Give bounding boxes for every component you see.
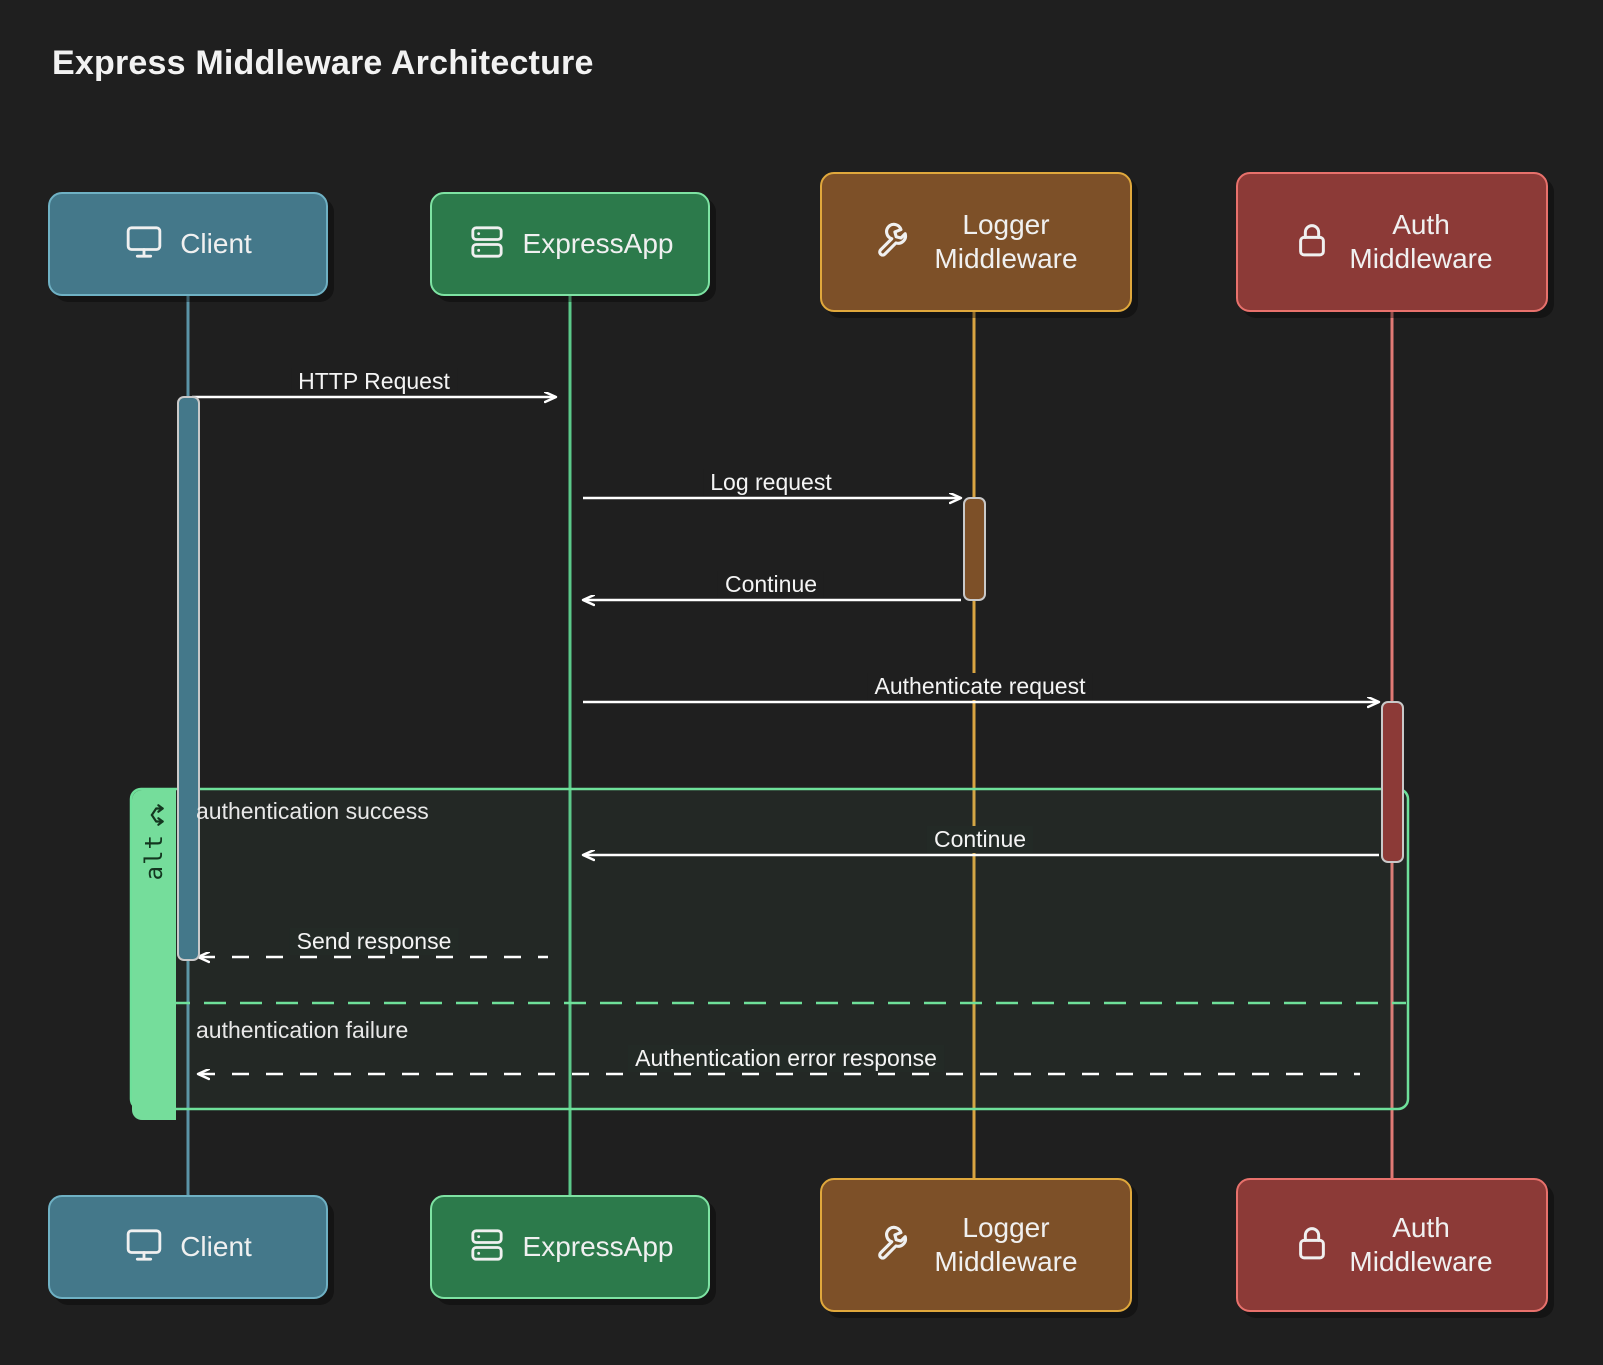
activation-bar-client (177, 396, 200, 961)
alt-fragment-background (129, 787, 1410, 1111)
alt-fragment-tab: alt (132, 790, 176, 1120)
activation-bar-auth (1381, 701, 1404, 863)
wrench-icon (874, 1221, 918, 1270)
participant-box-expressapp-bottom[interactable]: ExpressApp (430, 1195, 710, 1299)
message-label-send-response: Send response (289, 928, 459, 955)
message-label-authentication-error-response: Authentication error response (628, 1045, 944, 1072)
participant-label-logger-top: Logger Middleware (934, 208, 1078, 274)
participant-label-auth-bottom: Auth Middleware (1349, 1211, 1493, 1277)
message-label-continue-logger: Continue (717, 571, 825, 598)
participant-box-expressapp-top[interactable]: ExpressApp (430, 192, 710, 296)
message-label-http-request: HTTP Request (291, 368, 457, 395)
message-label-continue-auth: Continue (926, 826, 1034, 853)
message-label-authenticate-request: Authenticate request (867, 673, 1093, 700)
participant-box-client-bottom[interactable]: Client (48, 1195, 328, 1299)
participant-box-logger-bottom[interactable]: Logger Middleware (820, 1178, 1132, 1312)
alt-keyword-label: alt (140, 834, 168, 881)
monitor-icon (124, 222, 164, 267)
lock-icon (1291, 219, 1333, 266)
participant-label-expressapp-top: ExpressApp (522, 227, 674, 259)
alt-branch-condition-success: authentication success (196, 798, 429, 824)
wrench-icon (874, 218, 918, 267)
activation-bar-logger (963, 497, 986, 601)
participant-label-expressapp-bottom: ExpressApp (522, 1230, 674, 1262)
participant-label-logger-bottom: Logger Middleware (934, 1211, 1078, 1277)
lock-icon (1291, 1222, 1333, 1269)
participant-box-auth-top[interactable]: Auth Middleware (1236, 172, 1548, 312)
participant-label-auth-top: Auth Middleware (1349, 208, 1493, 274)
participant-box-logger-top[interactable]: Logger Middleware (820, 172, 1132, 312)
page-title: Express Middleware Architecture (52, 44, 594, 82)
participant-label-client-top: Client (180, 227, 252, 259)
server-icon (467, 1225, 507, 1270)
participant-box-auth-bottom[interactable]: Auth Middleware (1236, 1178, 1548, 1312)
alt-branch-condition-failure: authentication failure (196, 1017, 409, 1043)
participant-label-client-bottom: Client (180, 1230, 252, 1262)
server-icon (467, 222, 507, 267)
monitor-icon (124, 1225, 164, 1270)
branch-icon (141, 802, 167, 828)
participant-box-client-top[interactable]: Client (48, 192, 328, 296)
message-label-log-request: Log request (703, 469, 839, 496)
